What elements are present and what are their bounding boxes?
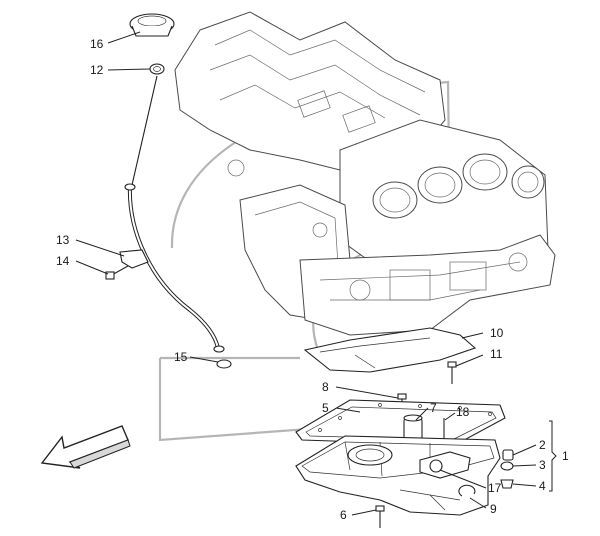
- callout-10: 10: [490, 326, 504, 340]
- drain-plug-part: [502, 449, 514, 461]
- callout-5: 5: [322, 401, 329, 415]
- callout-15: 15: [174, 350, 188, 364]
- oil-pan-part: [295, 435, 501, 516]
- callout-1: 1: [562, 449, 569, 463]
- engine-block: [174, 11, 556, 336]
- callout-13: 13: [56, 233, 70, 247]
- callout-11: 11: [490, 347, 503, 361]
- drain-seal-part: [500, 479, 514, 489]
- pan-bolt-lower-part: [375, 505, 385, 528]
- leader-lines: [75, 31, 557, 516]
- callout-16: 16: [90, 37, 104, 51]
- o-ring-part: [216, 359, 232, 369]
- oil-pump-pickup-part: [403, 414, 423, 452]
- callout-8: 8: [322, 380, 329, 394]
- callout-14: 14: [56, 254, 70, 268]
- callout-6: 6: [340, 508, 347, 522]
- drain-washer-part: [500, 461, 514, 471]
- dipstick-seal-part: [149, 63, 165, 75]
- callout-9: 9: [490, 502, 497, 516]
- oil-pan-baffle-part: [303, 327, 477, 373]
- circlip-part: [458, 484, 476, 497]
- callout-labels: 16 12 13 14 15 10 11 8 5 7 18 2 3 4 1 17…: [56, 37, 569, 522]
- callout-18: 18: [456, 405, 470, 419]
- callout-12: 12: [90, 63, 104, 77]
- tube-bracket-part: [105, 249, 149, 280]
- oil-filler-cap-part: [129, 13, 175, 37]
- callout-4: 4: [539, 479, 546, 493]
- callout-3: 3: [539, 458, 546, 472]
- oil-pan-gasket-part: [295, 399, 506, 446]
- dipstick-tube-part: [124, 75, 225, 353]
- callout-2: 2: [539, 438, 546, 452]
- baffle-bolt-part: [447, 361, 457, 384]
- callout-17: 17: [488, 481, 502, 495]
- front-direction-arrow-icon: [40, 425, 131, 469]
- callout-7: 7: [430, 401, 437, 415]
